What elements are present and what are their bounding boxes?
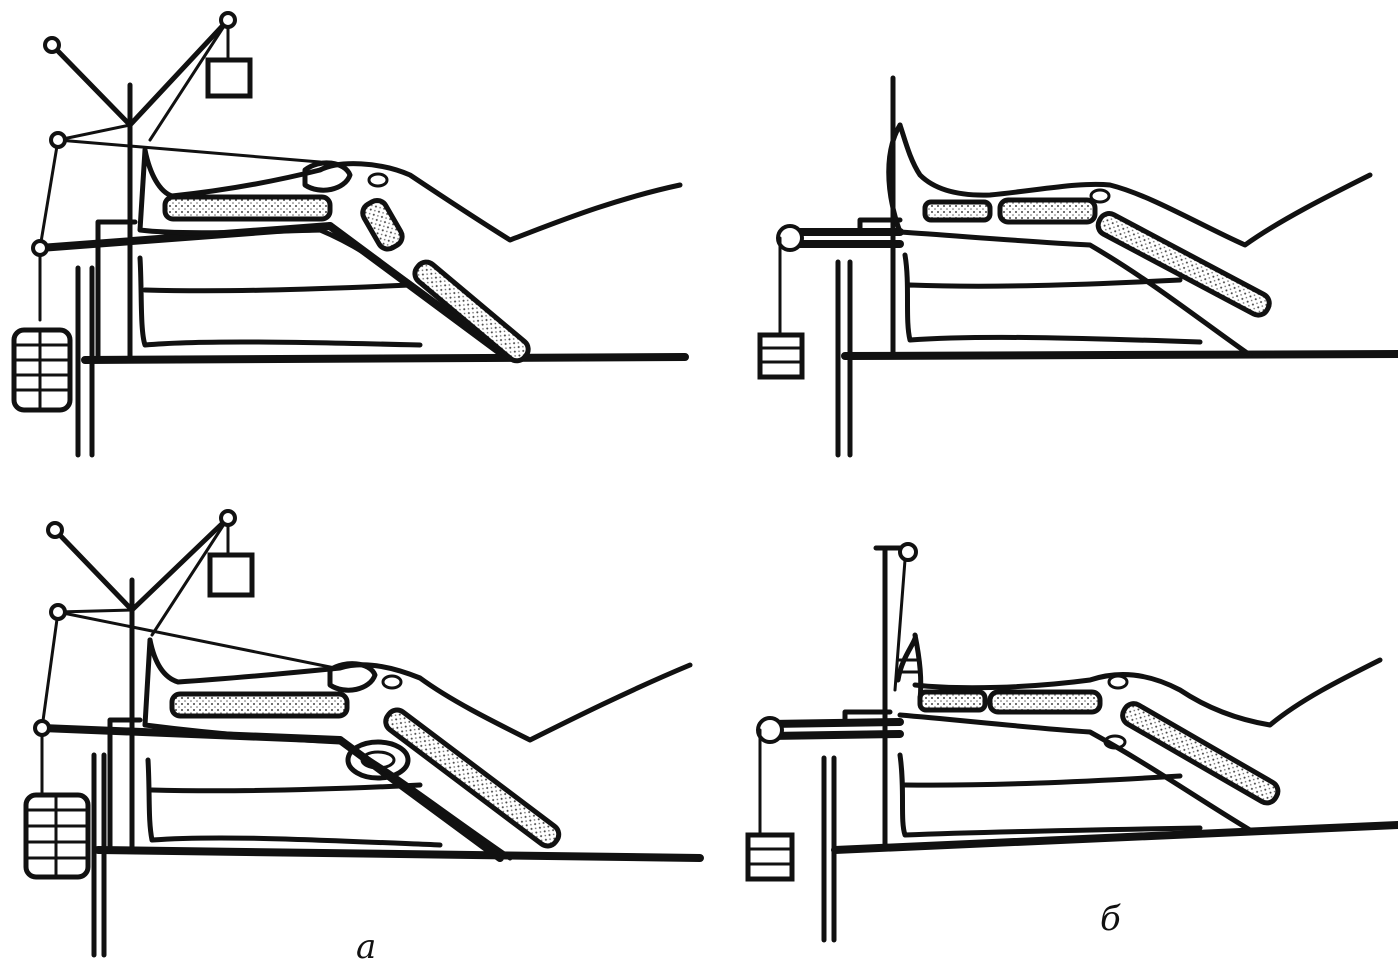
panel-bottom-right: [745, 542, 1398, 943]
pulley-icon: [756, 716, 784, 744]
femur-bone: [1120, 701, 1281, 806]
weight-stack-icon: [23, 792, 91, 880]
pulley-icon: [49, 131, 67, 149]
tibia-bone: [917, 689, 988, 713]
figure-label-a: а: [356, 927, 377, 967]
pulley-icon: [31, 239, 49, 257]
cushion-roll-icon: [345, 739, 411, 781]
pulley-icon: [46, 521, 64, 539]
femur-bone: [383, 707, 562, 849]
patella-bone: [360, 198, 405, 252]
tibia-bone-fragment: [997, 197, 1098, 225]
tibia-bone-fragment: [987, 689, 1103, 715]
foot-pad-icon: [895, 632, 924, 703]
weight-icon: [205, 57, 253, 99]
pulley-icon: [776, 224, 804, 252]
panel-top-left: [11, 11, 689, 458]
weight-icon: [207, 552, 255, 598]
femur-bone: [412, 259, 531, 364]
pulley-icon: [219, 11, 237, 29]
femur-bone: [1095, 211, 1272, 318]
tibia-bone: [169, 691, 350, 719]
pulley-icon: [898, 542, 918, 562]
pulley-icon: [33, 719, 51, 737]
tibia-bone: [162, 194, 333, 222]
panel-top-right: [757, 75, 1398, 458]
pulley-icon: [49, 603, 67, 621]
weight-icon: [757, 332, 805, 380]
figure-label-b: б: [1100, 899, 1121, 939]
tibia-bone: [922, 199, 993, 223]
pulley-icon: [43, 36, 61, 54]
pulley-icon: [219, 509, 237, 527]
panel-bottom-left: [23, 509, 704, 958]
weight-stack-icon: [11, 327, 73, 413]
weight-icon: [745, 832, 795, 882]
